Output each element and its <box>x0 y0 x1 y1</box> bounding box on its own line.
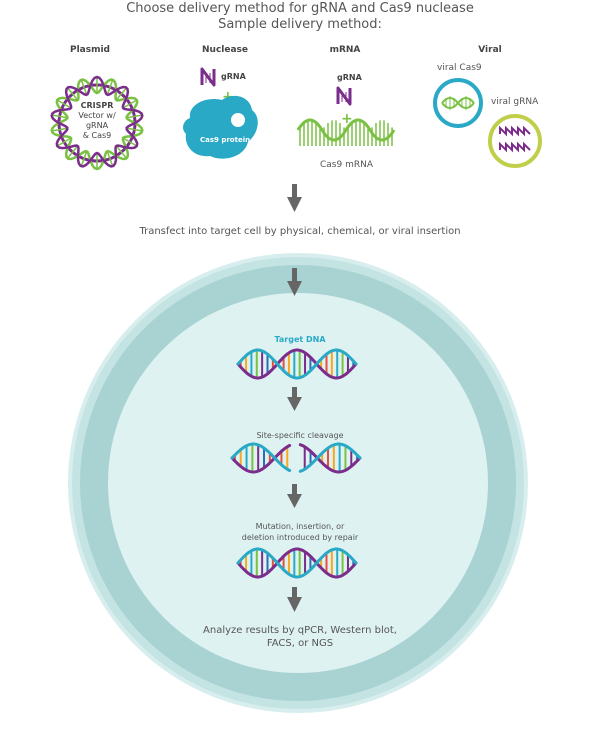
mrna-grna-label: gRNA <box>337 73 362 82</box>
analyze-label: Analyze results by qPCR, Western blot, F… <box>150 624 450 650</box>
viral-cas9-label: viral Cas9 <box>437 63 482 73</box>
nuclease-plus-icon: + <box>222 89 234 105</box>
repair-label-line: deletion introduced by repair <box>241 533 359 542</box>
nuclease-grna-label: gRNA <box>221 72 246 81</box>
plasmid-label-line: CRISPR <box>80 101 114 110</box>
repair-label-line: Mutation, insertion, or <box>255 522 345 531</box>
plasmid-label-line: & Cas9 <box>82 131 112 140</box>
diagram-subtitle: Sample delivery method: <box>218 17 382 32</box>
arrow-down-icon <box>287 587 302 612</box>
target-dna-label: Target DNA <box>274 335 326 344</box>
analyze-label-line: FACS, or NGS <box>266 638 334 649</box>
arrow-down-icon <box>287 387 302 411</box>
viral-grna-label: viral gRNA <box>491 97 539 107</box>
cas9-mrna-label: Cas9 mRNA <box>320 160 373 170</box>
cas9-mrna-icon <box>296 118 396 146</box>
cas9-protein-label: Cas9 protein <box>200 136 251 144</box>
viral-grna-icon <box>488 114 542 168</box>
diagram-title: Choose delivery method for gRNA and Cas9… <box>126 1 474 16</box>
plasmid-label-line: Vector w/ <box>78 111 116 120</box>
arrow-down-icon <box>287 268 302 296</box>
target-dna-helix <box>236 348 358 380</box>
arrow-down-icon <box>287 484 302 508</box>
target-cell <box>68 253 528 713</box>
nuclease-heading: Nuclease <box>202 45 248 55</box>
mrna-heading: mRNA <box>329 45 361 55</box>
viral-cas9-icon <box>433 78 483 128</box>
plasmid-heading: Plasmid <box>69 45 111 55</box>
arrow-down-icon <box>287 184 302 212</box>
cleavage-label: Site-specific cleavage <box>256 431 344 440</box>
mrna-plus-icon: + <box>341 111 353 127</box>
analyze-label-line: Analyze results by qPCR, Western blot, <box>203 625 397 636</box>
plasmid-label-line: gRNA <box>85 121 109 130</box>
cleaved-dna-helix <box>230 442 362 474</box>
transfect-text: Transfect into target cell by physical, … <box>139 226 461 237</box>
repair-label: Mutation, insertion, or deletion introdu… <box>150 521 450 543</box>
nuclease-grna-icon <box>200 67 216 87</box>
plasmid-icon <box>50 75 144 171</box>
cas9-protein-icon <box>183 95 258 159</box>
mrna-grna-icon <box>336 86 352 106</box>
plasmid-label: CRISPR Vector w/ gRNA & Cas9 <box>72 101 122 141</box>
repaired-dna-helix <box>236 547 358 579</box>
viral-heading: Viral <box>478 45 502 55</box>
